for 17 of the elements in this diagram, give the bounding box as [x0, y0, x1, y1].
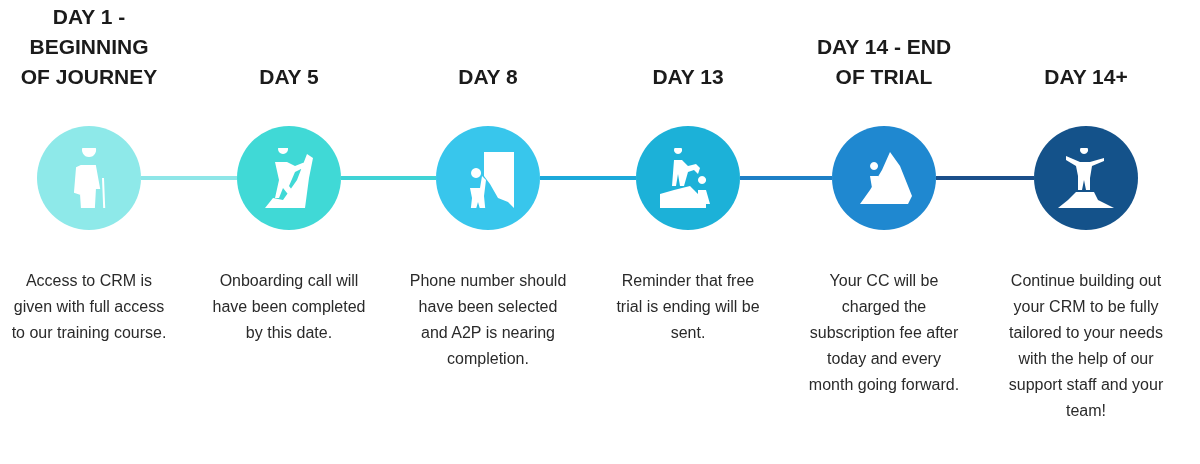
milestone-description: Your CC will be charged the subscription fee after today and every month going forward.	[807, 271, 961, 395]
milestone-description: Onboarding call will have been completed by this date.	[211, 271, 367, 343]
connector-line	[341, 176, 436, 180]
milestone-description: Access to CRM is given with full access to our training course.	[10, 271, 168, 343]
day-heading: DAY 1 - BEGINNING OF JOURNEY	[19, 4, 159, 90]
day-heading: DAY 8	[457, 64, 519, 90]
connector-line	[141, 176, 237, 180]
day-heading: DAY 14 - END OF TRIAL	[815, 34, 953, 90]
milestone-description: Phone number should have been selected and A2P is nearing completion.	[408, 271, 568, 369]
connector-line	[540, 176, 636, 180]
connector-line	[740, 176, 832, 180]
connector-line	[936, 176, 1034, 180]
milestone-description: Continue building out your CRM to be fully tailored to your needs with the help of our support staff and your team!	[1007, 271, 1165, 421]
milestone-description: Reminder that free trial is ending will be sent.	[615, 271, 761, 343]
day-heading: DAY 13	[651, 64, 725, 90]
day-heading: DAY 14+	[1043, 64, 1129, 90]
day-heading: DAY 5	[258, 64, 320, 90]
